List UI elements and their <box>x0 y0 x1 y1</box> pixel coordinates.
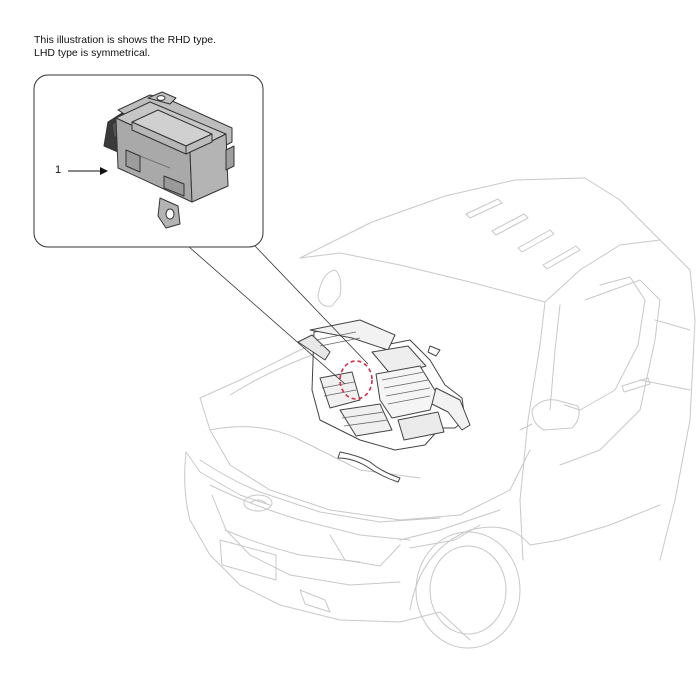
hvac-unit-illustration <box>297 319 471 483</box>
detail-leader-lines <box>187 245 369 385</box>
callout-number: 1 <box>55 164 62 176</box>
note-line-2: LHD type is symmetrical. <box>34 47 151 59</box>
illustration-note: This illustration is shows the RHD type.… <box>34 34 216 60</box>
control-module-illustration <box>103 91 235 229</box>
vehicle-illustration <box>184 177 696 649</box>
arrow-right-icon <box>68 167 108 175</box>
module-location-highlight <box>339 360 373 400</box>
note-line-1: This illustration is shows the RHD type. <box>34 34 217 46</box>
